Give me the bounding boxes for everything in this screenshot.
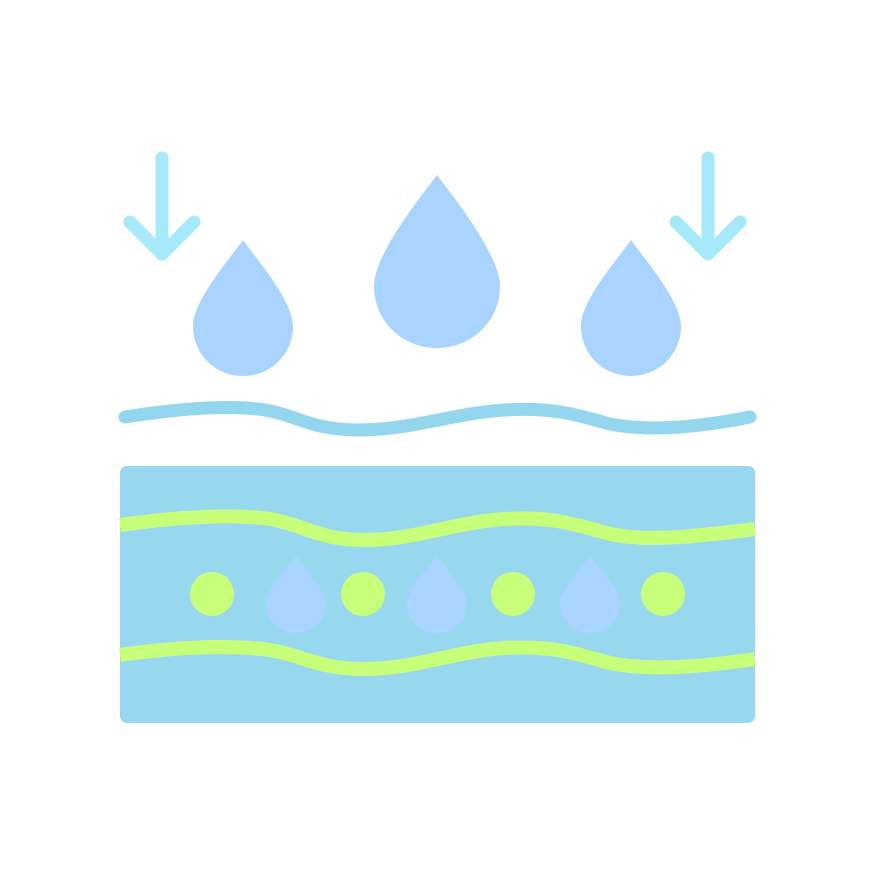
- left-down-arrow-icon: [123, 151, 201, 261]
- absorbed-drop-1-icon: [266, 556, 326, 633]
- right-down-arrow-icon: [669, 151, 747, 261]
- absorbed-drop-2-icon: [407, 556, 467, 633]
- green-dot-3: [491, 572, 535, 616]
- layer-bottom-wave-line: [119, 640, 757, 677]
- surface-wave-line: [118, 401, 757, 437]
- green-dot-4: [641, 572, 685, 616]
- absorbed-drop-3-icon: [560, 556, 620, 633]
- green-dot-2: [341, 572, 385, 616]
- water-drop-right-icon: [581, 240, 681, 376]
- layer-top-wave-line: [119, 509, 756, 548]
- water-drop-left-icon: [193, 240, 293, 376]
- green-dot-1: [190, 572, 234, 616]
- water-drop-center-icon: [374, 175, 500, 348]
